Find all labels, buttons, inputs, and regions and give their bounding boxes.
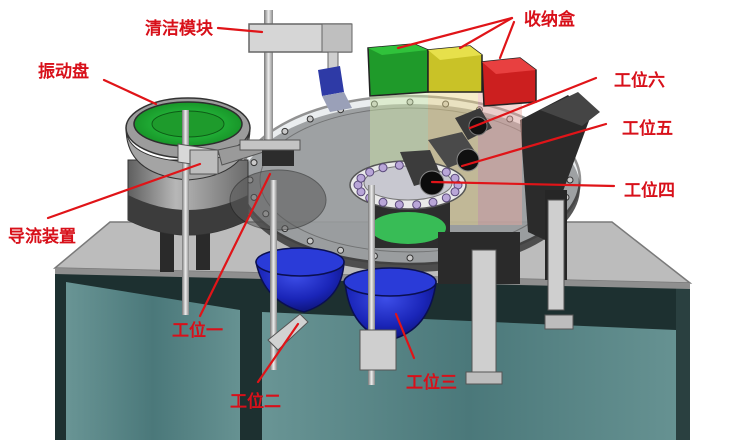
label-station-6: 工位六 bbox=[614, 70, 665, 91]
leader-station-5 bbox=[460, 122, 608, 168]
station-1-assembly bbox=[229, 139, 327, 231]
rim-bolt bbox=[442, 100, 450, 108]
leader-storage-red bbox=[498, 20, 516, 60]
rim-bolt bbox=[250, 159, 258, 167]
rim-bolt bbox=[406, 254, 414, 262]
label-guide-device: 导流装置 bbox=[8, 226, 76, 247]
vibration-plate bbox=[125, 97, 251, 272]
rim-bolt bbox=[306, 237, 314, 245]
leader-station-2 bbox=[256, 322, 300, 384]
label-vibration-plate: 振动盘 bbox=[38, 61, 89, 82]
label-station-2: 工位二 bbox=[230, 391, 281, 412]
label-station-5: 工位五 bbox=[622, 118, 673, 139]
rim-bolt bbox=[306, 115, 314, 123]
leader-storage-green bbox=[396, 16, 514, 50]
turret-holes bbox=[353, 160, 463, 210]
turret-hole bbox=[394, 200, 404, 210]
leader-vibration-plate bbox=[102, 78, 158, 106]
camera-bracket bbox=[520, 92, 600, 330]
leader-lines bbox=[46, 16, 616, 384]
leader-station-1 bbox=[198, 172, 272, 318]
leader-guide-device bbox=[46, 162, 202, 220]
collection-bowl-left bbox=[255, 247, 345, 313]
turret-hole bbox=[428, 197, 438, 207]
rim-bolt bbox=[281, 127, 289, 135]
callout-labels: 清洁模块 收纳盒 振动盘 工位六 工位五 工位四 导流装置 工位一 工位二 工位… bbox=[8, 9, 675, 412]
collection-bowl-right bbox=[343, 267, 437, 341]
label-cleaning-module: 清洁模块 bbox=[145, 18, 214, 39]
storage-boxes bbox=[367, 43, 537, 107]
turret-hole bbox=[394, 160, 404, 170]
label-station-1: 工位一 bbox=[172, 320, 223, 341]
turret-hole bbox=[441, 193, 451, 203]
leader-storage-yellow bbox=[458, 16, 514, 50]
camera-station-6 bbox=[455, 108, 492, 140]
turret-hole bbox=[378, 197, 388, 207]
turret-hole bbox=[365, 167, 375, 177]
turret-hole bbox=[356, 173, 366, 183]
leader-station-4 bbox=[430, 180, 616, 188]
rim-bolt bbox=[337, 246, 345, 254]
label-storage-box: 收纳盒 bbox=[524, 9, 576, 30]
turret-hole bbox=[450, 187, 460, 197]
rim-bolt bbox=[406, 98, 414, 106]
label-station-4: 工位四 bbox=[624, 180, 675, 201]
label-station-3: 工位三 bbox=[406, 372, 457, 393]
leader-cleaning-module bbox=[216, 26, 264, 34]
rim-bolt bbox=[506, 115, 514, 123]
turret-hole bbox=[378, 163, 388, 173]
rim-bolt bbox=[370, 100, 378, 108]
turret-hole bbox=[412, 200, 422, 210]
leader-station-6 bbox=[468, 76, 598, 130]
turret-hole bbox=[450, 173, 460, 183]
leader-station-3 bbox=[394, 312, 416, 360]
turret-hole bbox=[441, 167, 451, 177]
cleaning-module bbox=[248, 10, 353, 150]
